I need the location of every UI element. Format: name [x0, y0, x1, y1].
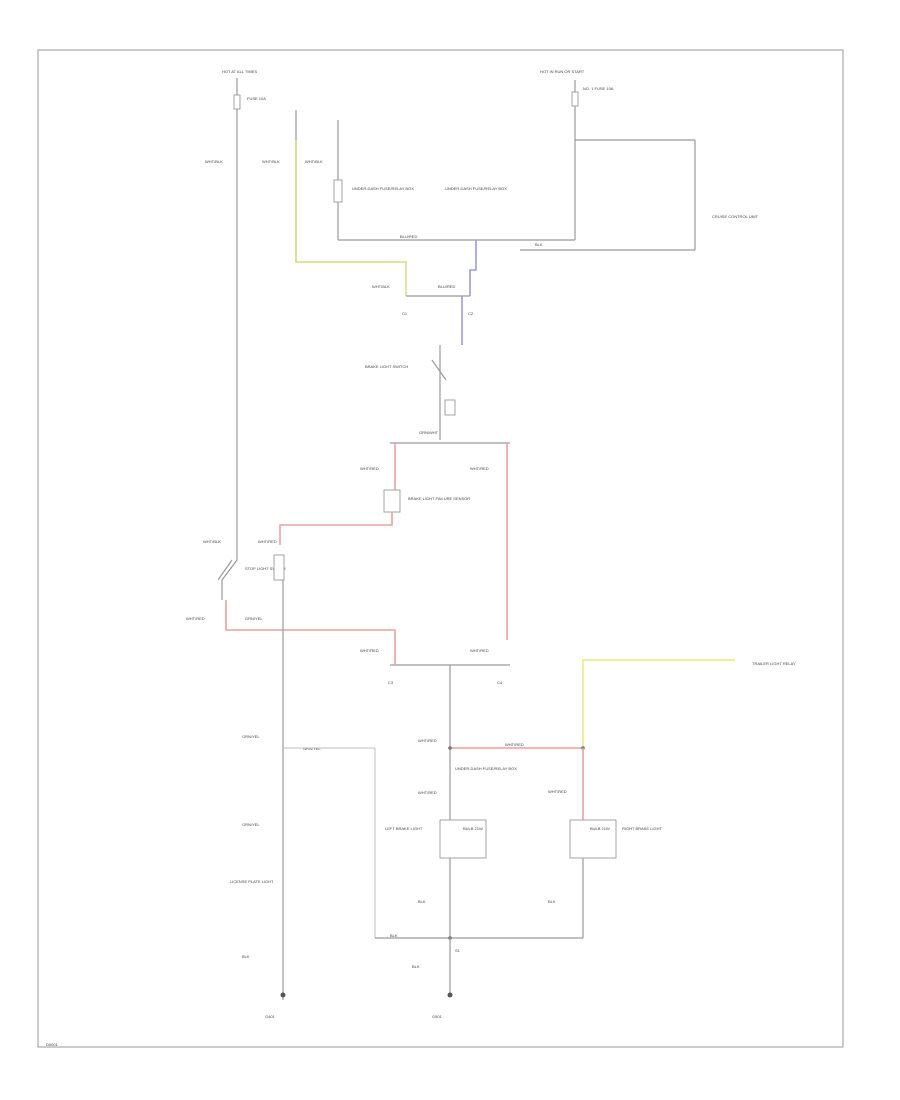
fuse-left	[233, 94, 241, 110]
wire-label-5: BLU/RED	[400, 234, 417, 239]
lamp-right-spec: BULB 21W	[590, 826, 610, 831]
wire-label-25: WHT/RED	[418, 790, 437, 795]
wire-label-23: WHT/RED	[548, 789, 567, 794]
module-connector	[383, 489, 401, 513]
connector-c4: C4	[497, 680, 503, 685]
wire-label-20: BLK	[242, 954, 250, 959]
ground-right-label: G501	[432, 1014, 443, 1019]
wire-label-2: WHT/BLK	[262, 159, 280, 164]
wire-label-3: WHT/BLK	[372, 284, 390, 289]
module-label: BRAKE LIGHT FAILURE SENSOR	[408, 496, 470, 501]
wire-label-6: BLK	[535, 242, 543, 247]
ground-left-label: G401	[265, 1014, 276, 1019]
trailer-label: TRAILER LIGHT RELAY	[752, 661, 796, 666]
diagram-frame	[37, 49, 844, 1048]
diode	[333, 179, 343, 203]
lamp-left-spec: BULB 21W	[463, 826, 483, 831]
wire-label-15: WHT/RED	[360, 648, 379, 653]
wire-label-22: WHT/RED	[505, 742, 524, 747]
wire-trailer	[582, 659, 735, 748]
ground-right-marker	[447, 992, 453, 998]
switch-contact	[431, 359, 447, 381]
connector-r: C2	[468, 311, 474, 316]
fuse-right-label: NO. 1 FUSE 10A	[583, 86, 614, 91]
wire-red-left	[279, 512, 393, 545]
wire-label-17: GRN/YEL	[242, 734, 260, 739]
wire-label-8: GRN/WHT	[419, 430, 439, 435]
wire-stop-switch	[221, 540, 238, 600]
stop-label: STOP LIGHT SWITCH	[245, 566, 286, 571]
ground-left-marker	[280, 992, 286, 998]
wire-label-11: WHT/RED	[258, 539, 277, 544]
wire-label-21: WHT/RED	[418, 738, 437, 743]
splice-label: UNDER-DASH FUSE/RELAY BOX	[455, 766, 517, 771]
wire-label-4: WHT/BLK	[305, 159, 323, 164]
corner-code: D0001	[46, 1042, 59, 1047]
wire-label-19: GRN/YEL	[242, 822, 260, 827]
switch-label: BRAKE LIGHT SWITCH	[365, 364, 408, 369]
source-right-label: HOT IN RUN OR START	[540, 69, 585, 74]
lamp-left-label: LEFT BRAKE LIGHT	[385, 826, 423, 831]
lamp-right-label: RIGHT BRAKE LIGHT	[622, 826, 662, 831]
stop-contact	[217, 559, 233, 581]
diode-label: UNDER-DASH FUSE/RELAY BOX	[352, 186, 414, 191]
wire-label-26: BLK	[418, 899, 426, 904]
wire-yellow	[295, 140, 407, 296]
wire-label-27: BLK	[390, 933, 398, 938]
connector-l: C1	[402, 311, 408, 316]
left-ground-comp: LICENSE PLATE LIGHT	[230, 879, 274, 884]
wire-label-14: GRN/YEL	[245, 616, 263, 621]
fuse-right	[571, 91, 579, 107]
wire-label-9: WHT/RED	[360, 466, 379, 471]
wire-label-13: WHT/RED	[186, 616, 205, 621]
stop-connector	[273, 554, 285, 581]
splice-1	[448, 746, 452, 750]
fuse-left-label: FUSE 10A	[247, 96, 266, 101]
wire-label-1: WHT/BLK	[205, 159, 223, 164]
wire-blue-top	[469, 240, 477, 296]
cruise-label: CRUISE CONTROL UNIT	[712, 214, 759, 219]
wire-label-7: BLU/RED	[438, 284, 455, 289]
wire-red-bottom	[225, 600, 396, 665]
wire-label-24: BLK	[548, 899, 556, 904]
relay-label: UNDER-DASH FUSE/RELAY BOX	[445, 186, 507, 191]
wire-label-10: WHT/RED	[470, 466, 489, 471]
lamp-left	[439, 819, 487, 859]
source-left-label: HOT AT ALL TIMES	[222, 69, 257, 74]
splice-label-2: S1	[455, 948, 461, 953]
connector-c3: C3	[388, 680, 394, 685]
lamp-right	[569, 819, 617, 859]
wire-label-16: WHT/RED	[470, 648, 489, 653]
switch-connector	[444, 399, 456, 416]
wire-label-12: WHT/BLK	[203, 539, 221, 544]
wire-label-28: BLK	[412, 964, 420, 969]
